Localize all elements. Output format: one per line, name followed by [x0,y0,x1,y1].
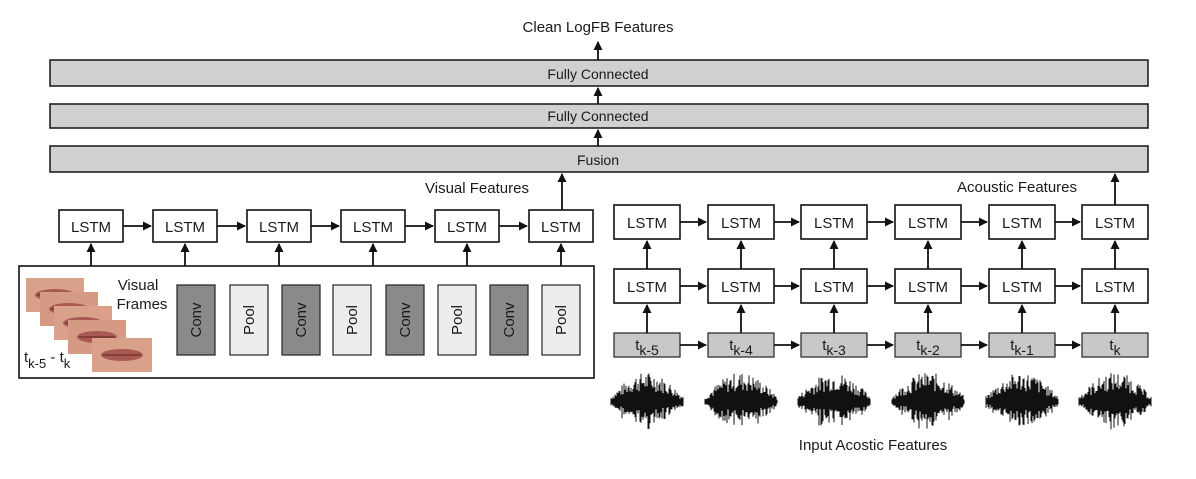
visual-lstm-cell: LSTM [528,209,594,243]
acoustic-lstm-label: LSTM [1002,215,1042,232]
visual-lstm-cell: LSTM [340,209,406,243]
acoustic-lstm-cell: LSTM [707,268,775,304]
time-step-label: tk-3 [822,337,846,358]
acoustic-lstm-cell: LSTM [613,204,681,240]
visual-lstm-label: LSTM [259,219,299,236]
conv-label: Conv [501,302,518,338]
acoustic-features-label: Acoustic Features [957,179,1077,196]
time-step-box: tk-4 [707,332,775,358]
visual-features-label: Visual Features [425,180,529,197]
conv-layer: Conv [489,284,529,356]
visual-frames-label-line1: Visual [118,277,159,294]
pool-label: Pool [553,305,570,335]
pool-layer: Pool [229,284,269,356]
visual-lstm-row: LSTM LSTM LSTM LSTM LSTM LSTM [58,209,594,266]
acoustic-lstm-label: LSTM [908,215,948,232]
acoustic-lstm-cell: LSTM [800,268,868,304]
pool-label: Pool [449,305,466,335]
time-step-box: tk-2 [894,332,962,358]
pool-layer: Pool [332,284,372,356]
visual-lstm-label: LSTM [165,219,205,236]
cnn-panel [18,265,595,379]
visual-lstm-cell: LSTM [152,209,218,243]
acoustic-lstm-cell: LSTM [613,268,681,304]
input-acoustic-label: Input Acostic Features [799,437,947,454]
audio-waveforms [610,373,1152,430]
conv-layer: Conv [385,284,425,356]
time-step-label: tk-4 [729,337,753,358]
acoustic-lstm-label: LSTM [814,279,854,296]
acoustic-lstm-label: LSTM [814,215,854,232]
visual-lstm-label: LSTM [447,219,487,236]
output-title: Clean LogFB Features [523,19,674,36]
acoustic-lstm-row-2: LSTM LSTM LSTM LSTM LSTM LSTM [613,240,1149,304]
acoustic-lstm-cell: LSTM [894,204,962,240]
acoustic-lstm-cell: LSTM [800,204,868,240]
audio-waveform [985,374,1059,426]
time-step-box: tk-3 [800,332,868,358]
fusion-layer: Fusion [49,145,1149,173]
acoustic-lstm-label: LSTM [908,279,948,296]
frames-range-label: tk-5 - tk [24,349,71,371]
fc-top-label: Fully Connected [547,66,648,82]
time-step-box: tk [1081,332,1149,358]
acoustic-lstm-label: LSTM [1095,279,1135,296]
time-step-box: tk-5 [613,332,681,358]
pool-label: Pool [241,305,258,335]
acoustic-lstm-label: LSTM [721,215,761,232]
cnn-layers: Conv Pool Conv Pool Conv Pool Conv Pool [176,284,581,356]
acoustic-lstm-cell: LSTM [988,268,1056,304]
acoustic-lstm-cell: LSTM [894,268,962,304]
acoustic-lstm-label: LSTM [627,215,667,232]
lip-frame [92,338,152,372]
pool-label: Pool [344,305,361,335]
audio-waveform [797,375,871,426]
fc-mid-layer: Fully Connected [49,103,1149,129]
time-step-label: tk-2 [916,337,940,358]
visual-lstm-label: LSTM [353,219,393,236]
acoustic-lstm-label: LSTM [721,279,761,296]
visual-lstm-label: LSTM [541,219,581,236]
acoustic-lstm-cell: LSTM [1081,268,1149,304]
pool-layer: Pool [541,284,581,356]
time-step-label: tk-1 [1010,337,1034,358]
visual-lstm-cell: LSTM [58,209,124,243]
acoustic-lstm-cell: LSTM [707,204,775,240]
acoustic-lstm-cell: LSTM [988,204,1056,240]
fc-top-layer: Fully Connected [49,59,1149,87]
time-step-label: tk [1109,337,1121,358]
audio-waveform [704,373,778,426]
time-step-row: tk-5 tk-4 tk-3 tk-2 tk-1 tk [613,304,1149,358]
time-step-label: tk-5 [635,337,659,358]
conv-label: Conv [188,302,205,338]
conv-label: Conv [293,302,310,338]
visual-frames-label-line2: Frames [117,296,168,313]
visual-lstm-label: LSTM [71,219,111,236]
audio-waveform [1078,373,1152,430]
conv-label: Conv [397,302,414,338]
acoustic-lstm-row-1: LSTM LSTM LSTM LSTM LSTM LSTM [613,204,1149,240]
acoustic-lstm-label: LSTM [1002,279,1042,296]
fc-mid-label: Fully Connected [547,108,648,124]
acoustic-lstm-label: LSTM [1095,215,1135,232]
acoustic-lstm-cell: LSTM [1081,204,1149,240]
fusion-label: Fusion [577,152,619,168]
audio-waveform [610,373,684,429]
pool-layer: Pool [437,284,477,356]
visual-lstm-cell: LSTM [246,209,312,243]
visual-frames-stack [26,278,152,372]
audio-waveform [891,373,965,429]
acoustic-lstm-label: LSTM [627,279,667,296]
conv-layer: Conv [176,284,216,356]
time-step-box: tk-1 [988,332,1056,358]
conv-layer: Conv [281,284,321,356]
visual-lstm-cell: LSTM [434,209,500,243]
